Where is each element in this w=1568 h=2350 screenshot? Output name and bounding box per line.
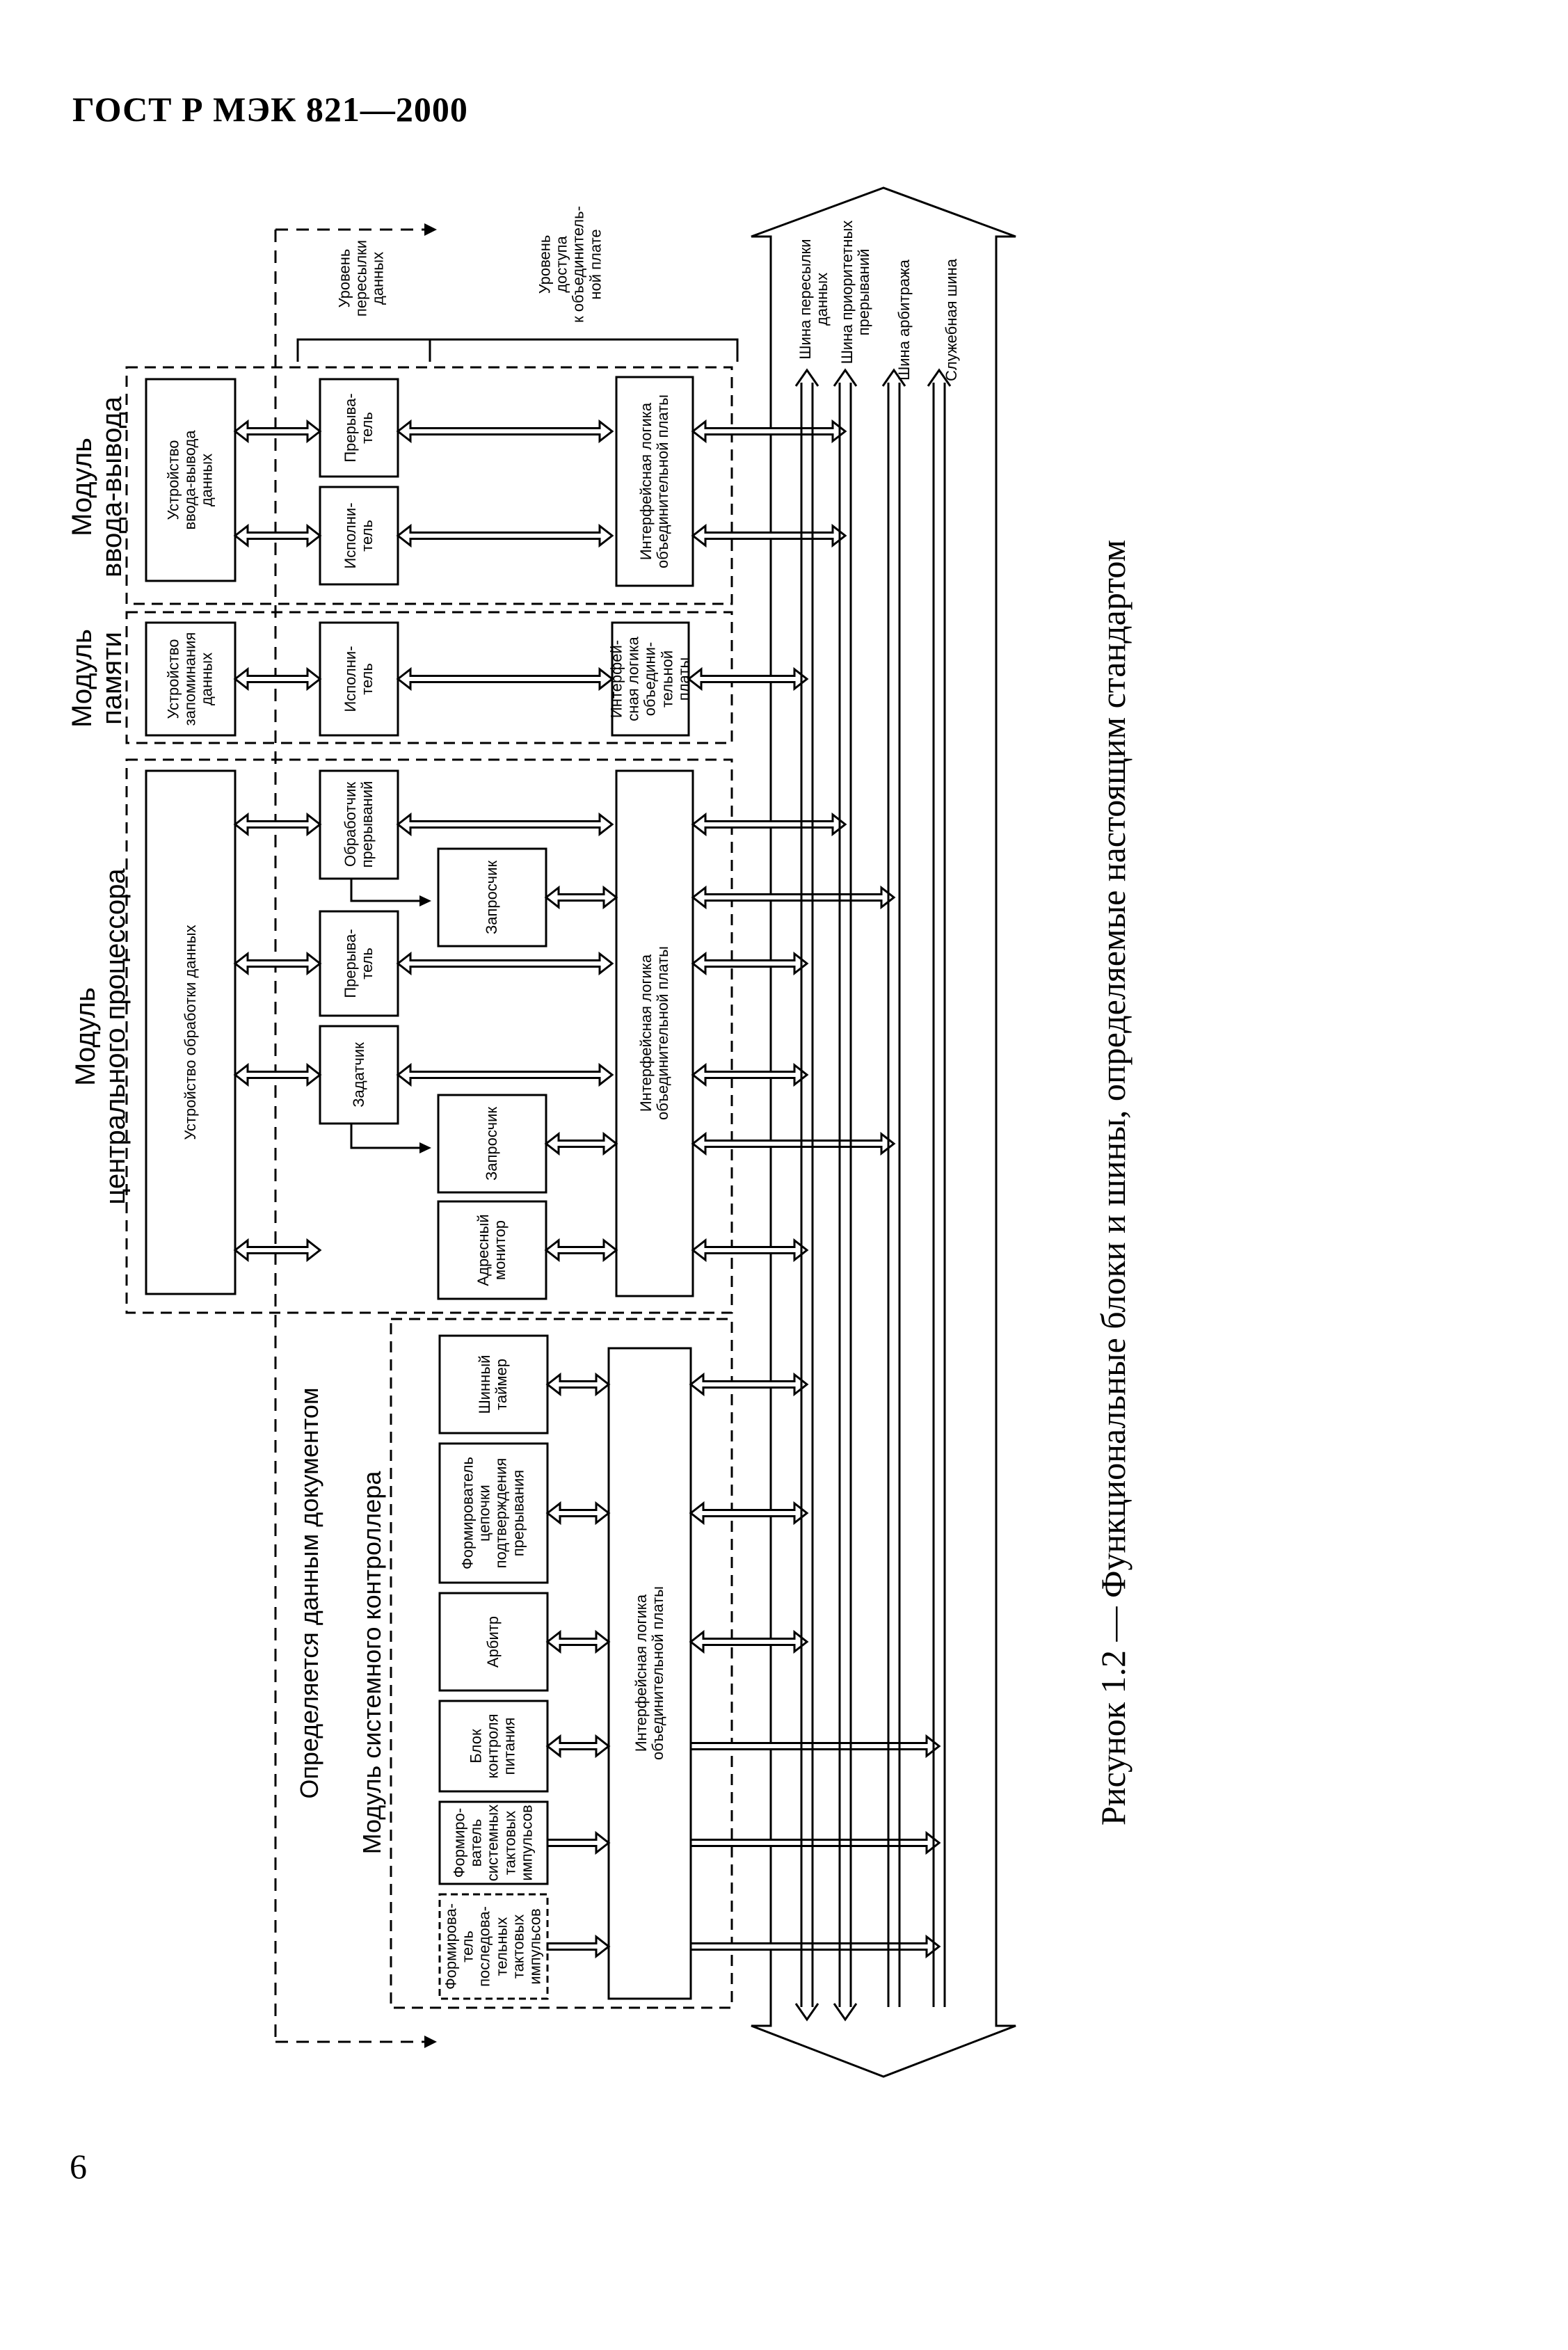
cpu-bus-link-0: [691, 812, 847, 837]
memory-executor-label: Исполни- тель: [341, 646, 376, 712]
sys-link-0: [545, 1372, 611, 1397]
io-module-border: [125, 366, 733, 605]
document-header: ГОСТ Р МЭК 821—2000: [72, 90, 468, 129]
sys-logic-label: Интерфейсная логика объединительной плат…: [632, 1586, 666, 1760]
priority-bus-line: [833, 368, 858, 2022]
page-number: 6: [70, 2147, 87, 2186]
sys-module-title: Модуль системного контроллера: [358, 1471, 386, 1855]
cpu-bus-link-1: [691, 885, 896, 910]
io-interrupter-box: [319, 378, 399, 478]
device-link-3: [233, 812, 322, 837]
device-link-4: [233, 951, 322, 976]
sys-util-link-0: [689, 1734, 941, 1759]
device-link-2: [233, 666, 322, 692]
sys-power-label: Блок контроля питания: [467, 1713, 519, 1779]
sys-bus-link-2: [689, 1629, 809, 1654]
io-module-title: Модуль ввода-вывода: [66, 396, 127, 578]
cpu-monitor-label: Адресный монитор: [474, 1214, 509, 1286]
utility-bus-label: Служебная шина: [942, 258, 960, 382]
sys-link-2: [545, 1629, 611, 1654]
io-device-label: Устройство ввода-вывода данных: [164, 430, 216, 530]
logic-link-4: [396, 951, 614, 976]
device-link-1: [233, 523, 322, 548]
cpu-requester1-label: Запросчик: [482, 860, 500, 935]
bus-lines: [794, 368, 952, 2022]
cpu-device-box: [145, 769, 237, 1295]
logic-link-5: [396, 1062, 614, 1087]
sys-util-link-1: [689, 1830, 941, 1855]
connection-arrows: [233, 419, 941, 1959]
data-bus-line: [794, 368, 819, 2022]
master-to-requester-link: [350, 1124, 421, 1149]
memory-device-label: Устройство запоминания данных: [164, 632, 216, 726]
access-level-label: Уровень доступа к объединитель- ной плат…: [536, 206, 605, 323]
cpu-bus-link-5: [691, 1238, 809, 1263]
priority-bus-label: Шина приоритетных прерываний: [838, 220, 872, 365]
cpu-requester2-label: Запросчик: [482, 1106, 500, 1181]
requester-link-1: [544, 1131, 618, 1156]
arbitration-bus-label: Шина арбитража: [895, 259, 913, 381]
logic-link-2: [396, 666, 614, 692]
io-bus-link-1: [691, 523, 847, 548]
io-interrupter-label: Прерыва- тель: [341, 393, 376, 463]
figure-caption: Рисунок 1.2 — Функциональные блоки и шин…: [1094, 539, 1133, 1826]
sys-arbiter-label: Арбитр: [483, 1615, 502, 1668]
backplane-bus-outline: [751, 186, 1016, 2078]
access-level-bracket: [429, 338, 739, 362]
sys-sysclk-label: Формиро- ватель системных тактовых импул…: [450, 1804, 536, 1882]
device-link-0: [233, 419, 322, 444]
io-executor-label: Исполни- тель: [341, 502, 376, 569]
io-logic-box: [615, 376, 694, 587]
arbitration-bus-line: [881, 368, 906, 2007]
sys-daisy-label: Формирователь цепочки подтверждения прер…: [458, 1457, 527, 1569]
sys-serclk-label: Формирова- тель последова- тельных такто…: [442, 1903, 544, 1990]
sys-util-link-2: [689, 1934, 941, 1959]
io-logic-label: Интерфейсная логика объединительной плат…: [637, 394, 671, 568]
cpu-bus-link-4: [691, 1131, 896, 1156]
sys-link-3: [545, 1734, 611, 1759]
cpu-module-title: Модуль центрального процессора: [70, 868, 131, 1205]
cpu-interrupter-label: Прерыва- тель: [341, 929, 376, 998]
memory-logic-label: Интерфей- сная логика объедини- тельной …: [607, 637, 693, 721]
clock-link-1: [546, 1934, 611, 1959]
utility-bus-line: [927, 368, 952, 2007]
sys-link-1: [545, 1501, 611, 1526]
cpu-logic-box: [615, 769, 694, 1297]
sys-bus-link-0: [689, 1372, 809, 1397]
device-link-5: [233, 1062, 322, 1087]
cpu-handler-label: Обработчик прерываний: [341, 781, 376, 868]
io-bus-link-0: [691, 419, 847, 444]
requester-link-0: [544, 885, 618, 910]
memory-module-title: Модуль памяти: [66, 629, 127, 728]
logic-link-1: [396, 523, 614, 548]
mem-bus-link: [687, 666, 809, 692]
cpu-bus-link-3: [691, 1062, 809, 1087]
cpu-bus-link-2: [691, 951, 809, 976]
clock-link-0: [546, 1830, 611, 1855]
logic-link-0: [396, 419, 614, 444]
device-link-6: [233, 1238, 322, 1263]
cpu-logic-label: Интерфейсная логика объединительной плат…: [637, 946, 671, 1120]
logic-link-3: [396, 812, 614, 837]
io-device-box: [145, 378, 237, 582]
cpu-device-label: Устройство обработки данных: [181, 925, 199, 1140]
defined-by-document-label: Определяется данным документом: [295, 1387, 323, 1799]
sys-logic-box: [607, 1347, 692, 2000]
sys-module-border: [390, 1318, 733, 2009]
handler-to-requester-link: [350, 879, 421, 902]
transfer-level-label: Уровень пересылки данных: [335, 239, 387, 317]
cpu-master-label: Задатчик: [349, 1042, 367, 1108]
sys-timer-label: Шинный таймер: [475, 1354, 510, 1414]
sys-bus-link-1: [689, 1501, 809, 1526]
requester-link-2: [544, 1238, 618, 1263]
